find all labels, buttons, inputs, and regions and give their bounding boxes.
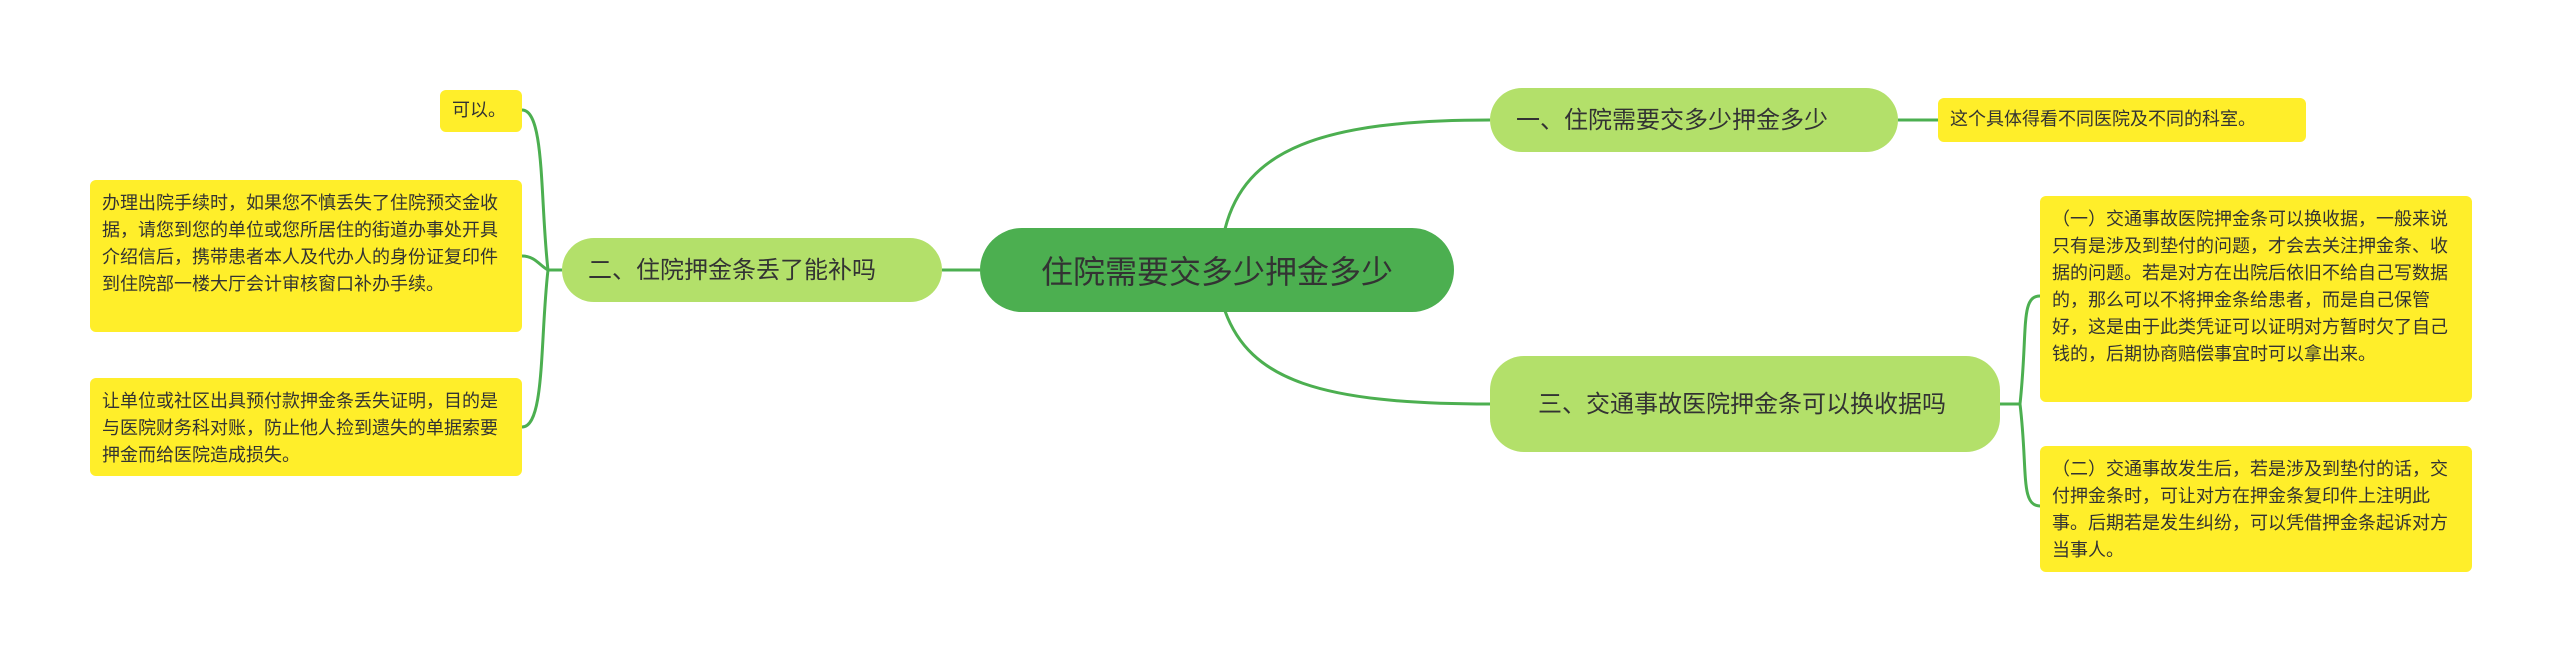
connector-branch-3-leaf-2 — [2018, 403, 2041, 508]
branch-3-label: 三、交通事故医院押金条可以换收据吗 — [1538, 390, 1946, 418]
connector-branch-2-leaf-2 — [521, 254, 549, 272]
leaf-text: 办理出院手续时，如果您不慎丢失了住院预交金收据，请您到您的单位或您所居住的街道办… — [102, 193, 498, 295]
branch-1-leaf-1[interactable]: 这个具体得看不同医院及不同的科室。 — [1938, 98, 2306, 142]
leaf-text: 这个具体得看不同医院及不同的科室。 — [1950, 109, 2256, 130]
branch-2-leaf-2[interactable]: 办理出院手续时，如果您不慎丢失了住院预交金收据，请您到您的单位或您所居住的街道办… — [90, 180, 522, 332]
leaf-text: （二）交通事故发生后，若是涉及到垫付的话，交付押金条时，可让对方在押金条复印件上… — [2052, 459, 2448, 561]
root-label: 住院需要交多少押金多少 — [1040, 253, 1393, 291]
connector-branch-2-leaf-3 — [521, 269, 550, 429]
branch-1[interactable]: 一、住院需要交多少押金多少 — [1490, 88, 1898, 152]
leaf-text: 让单位或社区出具预付款押金条丢失证明，目的是与医院财务科对账，防止他人捡到遗失的… — [102, 391, 498, 466]
connector-branch-2-leaf-1 — [521, 108, 550, 271]
branch-2[interactable]: 二、住院押金条丢了能补吗 — [562, 238, 942, 302]
branch-2-label: 二、住院押金条丢了能补吗 — [588, 256, 876, 284]
branch-3[interactable]: 三、交通事故医院押金条可以换收据吗 — [1490, 356, 2000, 452]
root-node[interactable]: 住院需要交多少押金多少 — [980, 228, 1454, 312]
branch-2-leaf-1[interactable]: 可以。 — [440, 90, 522, 132]
connector-root-branch-3 — [1223, 310, 1491, 406]
branch-3-leaf-1[interactable]: （一）交通事故医院押金条可以换收据，一般来说只有是涉及到垫付的问题，才会去关注押… — [2040, 196, 2472, 402]
branch-3-leaf-2[interactable]: （二）交通事故发生后，若是涉及到垫付的话，交付押金条时，可让对方在押金条复印件上… — [2040, 446, 2472, 572]
branch-1-label: 一、住院需要交多少押金多少 — [1516, 106, 1828, 134]
leaf-text: 可以。 — [452, 100, 506, 121]
leaf-text: （一）交通事故医院押金条可以换收据，一般来说只有是涉及到垫付的问题，才会去关注押… — [2052, 209, 2448, 365]
branch-2-leaf-3[interactable]: 让单位或社区出具预付款押金条丢失证明，目的是与医院财务科对账，防止他人捡到遗失的… — [90, 378, 522, 476]
connector-root-branch-1 — [1223, 118, 1491, 230]
connector-branch-3-leaf-1 — [2018, 294, 2041, 405]
